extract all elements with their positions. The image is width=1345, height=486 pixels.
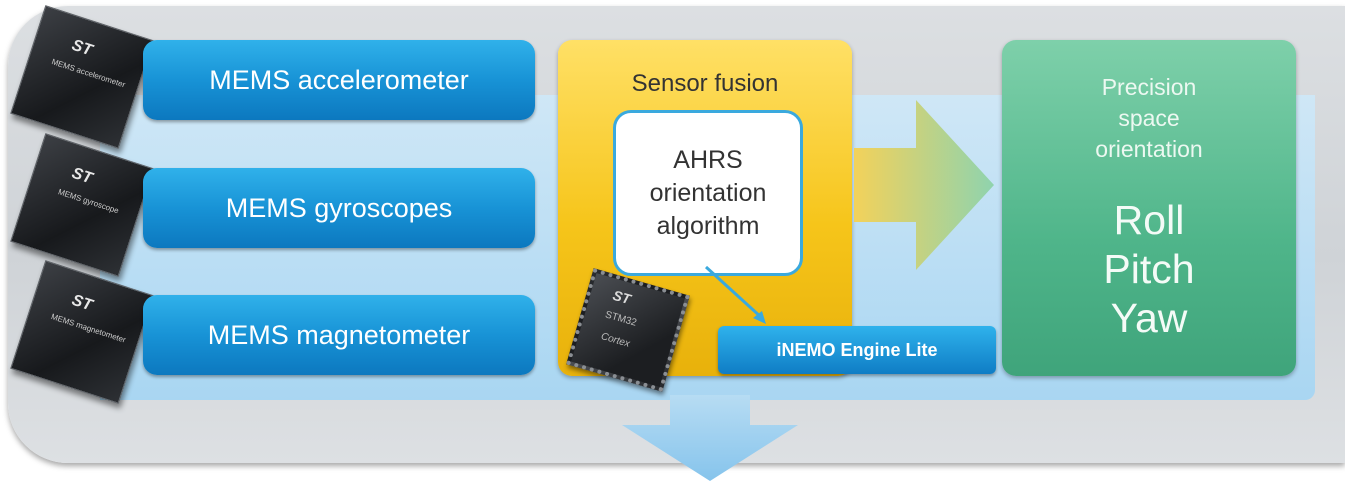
accelerometer-box: MEMS accelerometer — [143, 40, 535, 120]
output-angles: Roll Pitch Yaw — [1002, 196, 1296, 343]
output-title: Precision space orientation — [1002, 72, 1296, 165]
chip-caption: MEMS magnetometer — [50, 312, 127, 345]
chip-logo: ST — [69, 164, 95, 188]
orientation-output-box: Precision space orientation Roll Pitch Y… — [1002, 40, 1296, 376]
yaw-label: Yaw — [1110, 295, 1188, 341]
sensor-fusion-box: Sensor fusion AHRS orientation algorithm… — [558, 40, 852, 392]
ahrs-text: AHRS orientation algorithm — [623, 144, 793, 243]
chip-logo: ST — [69, 36, 95, 60]
mcu-name: STM32 — [603, 309, 638, 329]
output-title-line-3: orientation — [1095, 136, 1203, 162]
down-arrow-icon — [622, 395, 798, 481]
chip-caption: MEMS gyroscope — [57, 187, 120, 216]
mcu-core: Cortex — [599, 331, 632, 350]
roll-label: Roll — [1113, 197, 1185, 243]
ahrs-callout: AHRS orientation algorithm — [613, 110, 803, 276]
sensor-fusion-title: Sensor fusion — [631, 70, 779, 97]
sensor-row-accelerometer: ST MEMS accelerometer MEMS accelerometer — [10, 5, 535, 149]
sensor-row-gyroscopes: ST MEMS gyroscope MEMS gyroscopes — [10, 133, 535, 277]
gyroscopes-box: MEMS gyroscopes — [143, 168, 535, 248]
right-arrow-icon — [854, 100, 994, 270]
output-title-line-2: space — [1118, 105, 1180, 131]
ahrs-line-2: orientation — [649, 178, 767, 207]
magnetometer-box: MEMS magnetometer — [143, 295, 535, 375]
sensor-row-magnetometer: ST MEMS magnetometer MEMS magnetometer — [10, 260, 535, 404]
inemo-engine-badge: iNEMO Engine Lite — [718, 326, 996, 374]
chip-logo: ST — [69, 291, 95, 315]
pitch-label: Pitch — [1103, 246, 1195, 292]
ahrs-line-1: AHRS — [673, 145, 743, 174]
ahrs-line-3: algorithm — [656, 211, 760, 240]
output-title-line-1: Precision — [1101, 74, 1197, 100]
mcu-chip-icon: ST STM32 Cortex — [566, 268, 690, 392]
mcu-logo: ST — [610, 286, 633, 308]
chip-caption: MEMS accelerometer — [50, 57, 127, 90]
